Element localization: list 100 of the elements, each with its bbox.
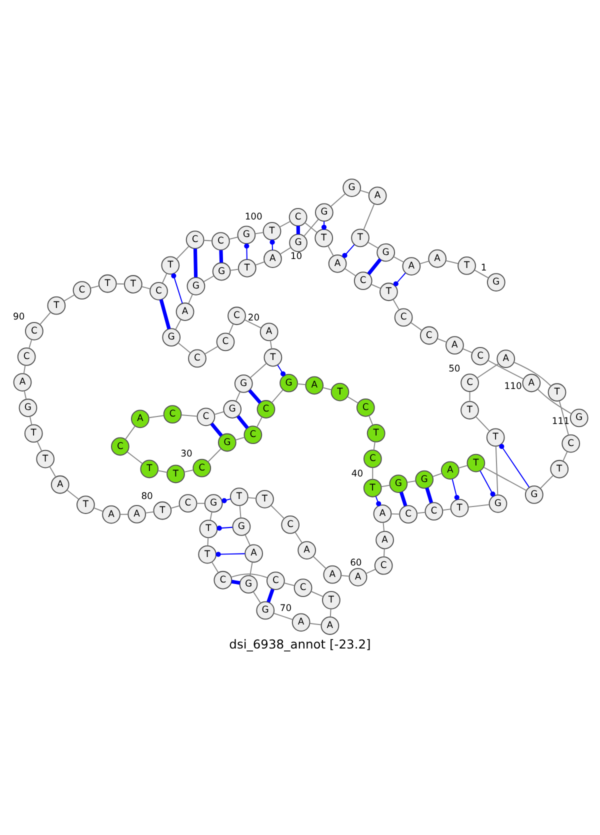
node-circle: C xyxy=(17,348,36,366)
connector xyxy=(188,294,193,304)
connector xyxy=(407,480,416,483)
node-circle: T xyxy=(330,382,350,402)
node-circle: T xyxy=(322,590,340,610)
node-circle: G xyxy=(570,408,588,428)
connector xyxy=(250,362,267,378)
node-circle: A xyxy=(292,613,310,632)
node-circle: G xyxy=(488,494,508,513)
connector xyxy=(255,232,264,234)
node-circle: C xyxy=(192,458,212,478)
connector xyxy=(222,498,231,504)
connector xyxy=(540,475,554,489)
node-circle: T xyxy=(458,256,476,275)
node-circle: G xyxy=(524,485,544,504)
connector xyxy=(231,574,268,578)
node-circle: C xyxy=(354,272,372,290)
connector xyxy=(212,562,219,573)
connector xyxy=(382,522,385,532)
node-circle: A xyxy=(50,475,70,494)
node-circle: C xyxy=(471,346,490,366)
node-circle: T xyxy=(256,490,274,508)
node-circle: T xyxy=(314,228,334,248)
node-circle: T xyxy=(166,464,185,484)
connector xyxy=(170,505,180,509)
connector xyxy=(391,513,400,515)
connector xyxy=(216,526,232,531)
node-circle: C xyxy=(356,398,375,417)
connector xyxy=(252,591,261,604)
node-circle: T xyxy=(230,488,248,506)
node-circle: A xyxy=(428,249,447,268)
node-label: 110 xyxy=(504,380,522,392)
node-circle: C xyxy=(196,408,216,426)
connector xyxy=(196,502,205,504)
connector xyxy=(452,479,460,500)
connector xyxy=(366,568,376,574)
connector xyxy=(347,396,358,404)
connector xyxy=(208,448,222,462)
connector xyxy=(468,504,490,508)
node-circle: A xyxy=(496,350,516,368)
connector xyxy=(236,392,241,402)
node-circle: A xyxy=(264,250,282,268)
node-circle: T xyxy=(264,348,282,367)
node-label: 20 xyxy=(248,312,260,324)
connector xyxy=(159,299,171,330)
node-circle: G xyxy=(186,276,206,296)
node-circle: T xyxy=(76,496,95,514)
node-circle: A xyxy=(376,530,394,550)
connector xyxy=(322,387,332,390)
node-circle: C xyxy=(460,374,479,392)
connector xyxy=(310,590,324,598)
node-circle: G xyxy=(289,234,308,252)
node-circle: C xyxy=(228,306,246,326)
connector xyxy=(274,612,292,620)
connector xyxy=(204,240,212,242)
connector xyxy=(236,415,249,430)
connector xyxy=(367,258,382,276)
node-circle: G xyxy=(239,575,258,594)
connector xyxy=(328,246,334,256)
node-circle: C xyxy=(363,450,382,468)
connector xyxy=(210,422,223,437)
node-circle: A xyxy=(260,322,278,342)
node-circle: A xyxy=(440,461,460,480)
connector xyxy=(66,490,80,500)
connector xyxy=(442,508,451,511)
node-circle: T xyxy=(363,478,382,498)
connector xyxy=(368,416,374,426)
connector xyxy=(480,470,496,497)
node-circle: G xyxy=(486,273,506,292)
connector xyxy=(207,538,209,546)
node-label: 50 xyxy=(448,363,460,374)
connector xyxy=(176,246,190,260)
node-circle: T xyxy=(161,256,180,275)
connector xyxy=(372,468,374,480)
node-circle: A xyxy=(102,505,120,524)
node-circle: C xyxy=(399,505,418,524)
connector xyxy=(420,260,429,264)
connector xyxy=(193,248,198,278)
connector xyxy=(210,512,212,520)
connector xyxy=(266,588,274,603)
node-circle: T xyxy=(351,228,370,248)
connector xyxy=(373,442,376,450)
node-circle: A xyxy=(446,336,464,355)
node-circle: T xyxy=(380,282,398,302)
connector xyxy=(203,276,214,282)
node-circle: C xyxy=(424,502,444,521)
node-circle: G xyxy=(223,400,242,418)
node-circle: T xyxy=(24,424,43,443)
connector xyxy=(29,416,32,425)
node-circle: T xyxy=(198,545,217,564)
node-circle: T xyxy=(238,258,256,278)
node-circle: T xyxy=(548,383,566,402)
connector xyxy=(235,436,245,440)
node-label: 30 xyxy=(180,448,192,460)
connector xyxy=(204,346,218,354)
connector xyxy=(514,362,552,386)
node-circle: T xyxy=(140,460,159,478)
connector xyxy=(475,416,490,432)
connector xyxy=(310,622,322,626)
connector xyxy=(284,582,295,586)
